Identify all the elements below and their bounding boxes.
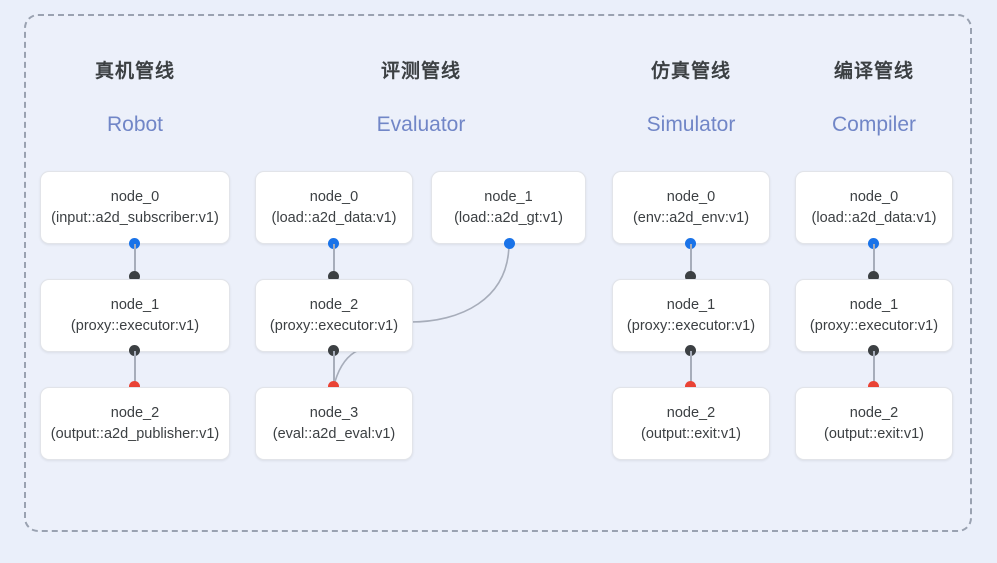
node-title: node_2: [666, 404, 716, 421]
column-title-zh: 编译管线: [833, 61, 914, 82]
node-title: node_1: [849, 296, 899, 313]
output-port-dot[interactable]: [328, 345, 339, 356]
column-title-en: Evaluator: [376, 113, 466, 136]
column-header-evaluator: 评测管线 Evaluator: [330, 60, 512, 138]
input-port-dot[interactable]: [129, 381, 140, 392]
node-box[interactable]: node_2 (output::exit:v1): [612, 387, 770, 460]
edge-connector: [134, 244, 136, 274]
node-title: node_2: [849, 404, 899, 421]
input-port-dot[interactable]: [685, 271, 696, 282]
node-subtitle: (load::a2d_gt:v1): [454, 209, 563, 226]
column-header-simulator: 仿真管线 Simulator: [600, 60, 782, 138]
edge-connector: [873, 244, 875, 274]
node-subtitle: (output::a2d_publisher:v1): [50, 425, 220, 442]
edge-connector: [333, 351, 335, 382]
node-title: node_1: [666, 296, 716, 313]
edge-connector: [690, 244, 692, 274]
node-box[interactable]: node_2 (proxy::executor:v1): [255, 279, 413, 352]
node-box[interactable]: node_1 (proxy::executor:v1): [795, 279, 953, 352]
column-header-robot: 真机管线 Robot: [44, 60, 226, 138]
column-title-en: Simulator: [646, 113, 736, 136]
output-port-dot[interactable]: [868, 238, 879, 249]
input-port-dot[interactable]: [328, 271, 339, 282]
input-port-dot[interactable]: [129, 271, 140, 282]
output-port-dot[interactable]: [685, 345, 696, 356]
column-title-en: Robot: [106, 113, 164, 136]
input-port-dot[interactable]: [868, 271, 879, 282]
output-port-dot[interactable]: [868, 345, 879, 356]
column-title-zh: 评测管线: [380, 61, 461, 82]
node-title: node_1: [484, 188, 533, 205]
node-subtitle: (output::exit:v1): [824, 425, 924, 442]
edge-connector: [690, 351, 692, 382]
node-subtitle: (output::exit:v1): [641, 425, 741, 442]
output-port-dot[interactable]: [328, 238, 339, 249]
node-box[interactable]: node_3 (eval::a2d_eval:v1): [255, 387, 413, 460]
node-box[interactable]: node_0 (env::a2d_env:v1): [612, 171, 770, 244]
output-port-dot[interactable]: [685, 238, 696, 249]
node-title: node_0: [849, 188, 899, 205]
node-subtitle: (input::a2d_subscriber:v1): [51, 209, 219, 226]
node-box[interactable]: node_1 (load::a2d_gt:v1): [431, 171, 586, 244]
edge-connector: [873, 351, 875, 382]
node-subtitle: (env::a2d_env:v1): [632, 209, 750, 226]
output-port-dot[interactable]: [504, 238, 515, 249]
input-port-dot[interactable]: [328, 381, 339, 392]
edge-connector: [134, 351, 136, 382]
node-subtitle: (proxy::executor:v1): [626, 317, 756, 334]
node-subtitle: (load::a2d_data:v1): [811, 209, 937, 226]
node-subtitle: (eval::a2d_eval:v1): [272, 425, 396, 442]
node-box[interactable]: node_2 (output::a2d_publisher:v1): [40, 387, 230, 460]
input-port-dot[interactable]: [685, 381, 696, 392]
node-box[interactable]: node_0 (load::a2d_data:v1): [255, 171, 413, 244]
node-box[interactable]: node_1 (proxy::executor:v1): [40, 279, 230, 352]
column-title-zh: 真机管线: [94, 61, 175, 82]
column-title-en: Compiler: [831, 113, 917, 136]
node-title: node_0: [666, 188, 716, 205]
column-title-zh: 仿真管线: [650, 61, 731, 82]
node-subtitle: (load::a2d_data:v1): [271, 209, 397, 226]
node-title: node_2: [110, 404, 160, 421]
node-box[interactable]: node_2 (output::exit:v1): [795, 387, 953, 460]
node-box[interactable]: node_1 (proxy::executor:v1): [612, 279, 770, 352]
column-header-compiler: 编译管线 Compiler: [783, 60, 965, 138]
node-box[interactable]: node_0 (load::a2d_data:v1): [795, 171, 953, 244]
node-subtitle: (proxy::executor:v1): [269, 317, 399, 334]
node-title: node_2: [309, 296, 359, 313]
node-subtitle: (proxy::executor:v1): [809, 317, 939, 334]
output-port-dot[interactable]: [129, 238, 140, 249]
input-port-dot[interactable]: [868, 381, 879, 392]
edge-connector: [333, 244, 335, 274]
node-title: node_0: [110, 188, 160, 205]
node-subtitle: (proxy::executor:v1): [70, 317, 200, 334]
output-port-dot[interactable]: [129, 345, 140, 356]
node-title: node_3: [309, 404, 359, 421]
node-title: node_1: [110, 296, 160, 313]
node-box[interactable]: node_0 (input::a2d_subscriber:v1): [40, 171, 230, 244]
node-title: node_0: [309, 188, 359, 205]
